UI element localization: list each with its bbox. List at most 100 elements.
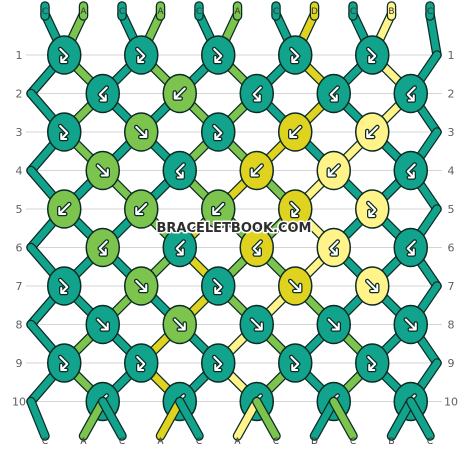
bottom-strand-label: C xyxy=(196,437,202,447)
backward-forward-arrow-icon xyxy=(174,162,186,180)
backward-arrow-icon xyxy=(288,124,303,140)
top-strand-label: C xyxy=(196,7,202,17)
forward-backward-arrow-icon xyxy=(58,123,70,142)
top-strand-label: A xyxy=(80,7,87,17)
strand-segment xyxy=(311,398,338,440)
bottom-strand-label: C xyxy=(119,437,125,447)
forward-backward-arrow-icon xyxy=(135,354,147,373)
top-strand-label: A xyxy=(234,7,241,17)
top-strand-label: C xyxy=(350,7,356,17)
strand-segment xyxy=(99,398,126,440)
backward-arrow-icon xyxy=(57,201,72,217)
row-number-right: 5 xyxy=(448,203,455,216)
top-strand-label: B xyxy=(388,7,394,17)
bottom-strand-label: C xyxy=(273,437,279,447)
row-number-left: 3 xyxy=(16,126,23,139)
forward-backward-arrow-icon xyxy=(135,46,147,65)
row-number-right: 3 xyxy=(448,126,455,139)
forward-backward-arrow-icon xyxy=(212,354,224,373)
strand-segment xyxy=(253,398,280,440)
forward-backward-arrow-icon xyxy=(366,46,378,65)
row-number-left: 1 xyxy=(16,49,23,62)
backward-forward-arrow-icon xyxy=(97,239,109,257)
strand-segment xyxy=(80,398,107,440)
row-number-left: 5 xyxy=(16,203,23,216)
row-number-right: 1 xyxy=(448,49,455,62)
top-strand-label: C xyxy=(119,7,125,17)
forward-arrow-icon xyxy=(172,317,187,332)
bottom-strand-label: C xyxy=(350,437,356,447)
strand-segment xyxy=(27,398,49,440)
forward-backward-arrow-icon xyxy=(289,354,301,373)
backward-arrow-icon xyxy=(249,163,264,178)
forward-arrow-icon xyxy=(95,163,110,178)
backward-arrow-icon xyxy=(211,201,226,217)
backward-forward-arrow-icon xyxy=(328,85,340,103)
row-number-right: 10 xyxy=(444,396,458,409)
forward-arrow-icon xyxy=(403,317,418,332)
forward-backward-arrow-icon xyxy=(289,46,301,65)
top-strand-label: C xyxy=(427,7,433,17)
forward-backward-arrow-icon xyxy=(58,354,70,373)
row-number-right: 9 xyxy=(448,357,455,370)
strand-segment xyxy=(426,10,441,59)
bottom-strand-label: B xyxy=(388,437,394,447)
row-number-left: 6 xyxy=(16,242,23,255)
bottom-strand-label: A xyxy=(157,437,164,447)
forward-arrow-icon xyxy=(249,317,264,332)
row-number-left: 7 xyxy=(16,280,23,293)
backward-forward-arrow-icon xyxy=(405,239,417,257)
forward-arrow-icon xyxy=(326,317,341,332)
backward-forward-arrow-icon xyxy=(251,85,263,103)
top-strand-label: D xyxy=(311,7,318,17)
row-number-right: 2 xyxy=(448,88,455,101)
forward-backward-arrow-icon xyxy=(366,354,378,373)
row-number-right: 4 xyxy=(448,165,455,178)
strand-ends xyxy=(26,1,435,441)
forward-backward-arrow-icon xyxy=(212,46,224,65)
top-strand-label: A xyxy=(157,7,164,17)
strand-segment xyxy=(407,398,434,440)
knots xyxy=(47,35,428,422)
bottom-strand-label: C xyxy=(427,437,433,447)
backward-forward-arrow-icon xyxy=(174,239,186,257)
watermark: BRACELETBOOK.COM BRACELETBOOK.COM xyxy=(155,220,313,238)
forward-arrow-icon xyxy=(134,124,149,140)
forward-arrow-icon xyxy=(288,278,303,294)
forward-arrow-icon xyxy=(365,278,380,294)
forward-backward-arrow-icon xyxy=(289,200,301,219)
row-number-left: 10 xyxy=(12,396,26,409)
watermark-text-fill: BRACELETBOOK.COM xyxy=(157,221,312,236)
backward-arrow-icon xyxy=(134,201,149,217)
row-number-right: 7 xyxy=(448,280,455,293)
row-number-right: 8 xyxy=(448,319,455,332)
bottom-strand-label: A xyxy=(80,437,87,447)
strand-segment xyxy=(157,398,184,440)
forward-arrow-icon xyxy=(95,317,110,332)
backward-forward-arrow-icon xyxy=(405,85,417,103)
forward-backward-arrow-icon xyxy=(212,123,224,142)
row-number-left: 2 xyxy=(16,88,23,101)
strand-segment xyxy=(330,398,357,440)
forward-arrow-icon xyxy=(134,278,149,294)
strand-segment xyxy=(234,398,261,440)
row-number-right: 6 xyxy=(448,242,455,255)
row-number-left: 9 xyxy=(16,357,23,370)
strand-segment xyxy=(176,398,203,440)
bottom-strand-label: A xyxy=(234,437,241,447)
strand-segment xyxy=(388,398,415,440)
backward-forward-arrow-icon xyxy=(97,85,109,103)
row-number-left: 8 xyxy=(16,319,23,332)
forward-backward-arrow-icon xyxy=(366,200,378,219)
backward-forward-arrow-icon xyxy=(405,162,417,180)
forward-backward-arrow-icon xyxy=(212,277,224,296)
forward-backward-arrow-icon xyxy=(58,46,70,65)
backward-arrow-icon xyxy=(172,86,187,101)
top-strand-label: C xyxy=(42,7,48,17)
watermark-text: BRACELETBOOK.COM xyxy=(157,221,312,236)
forward-backward-arrow-icon xyxy=(58,277,70,296)
bottom-strand-label: D xyxy=(311,437,318,447)
